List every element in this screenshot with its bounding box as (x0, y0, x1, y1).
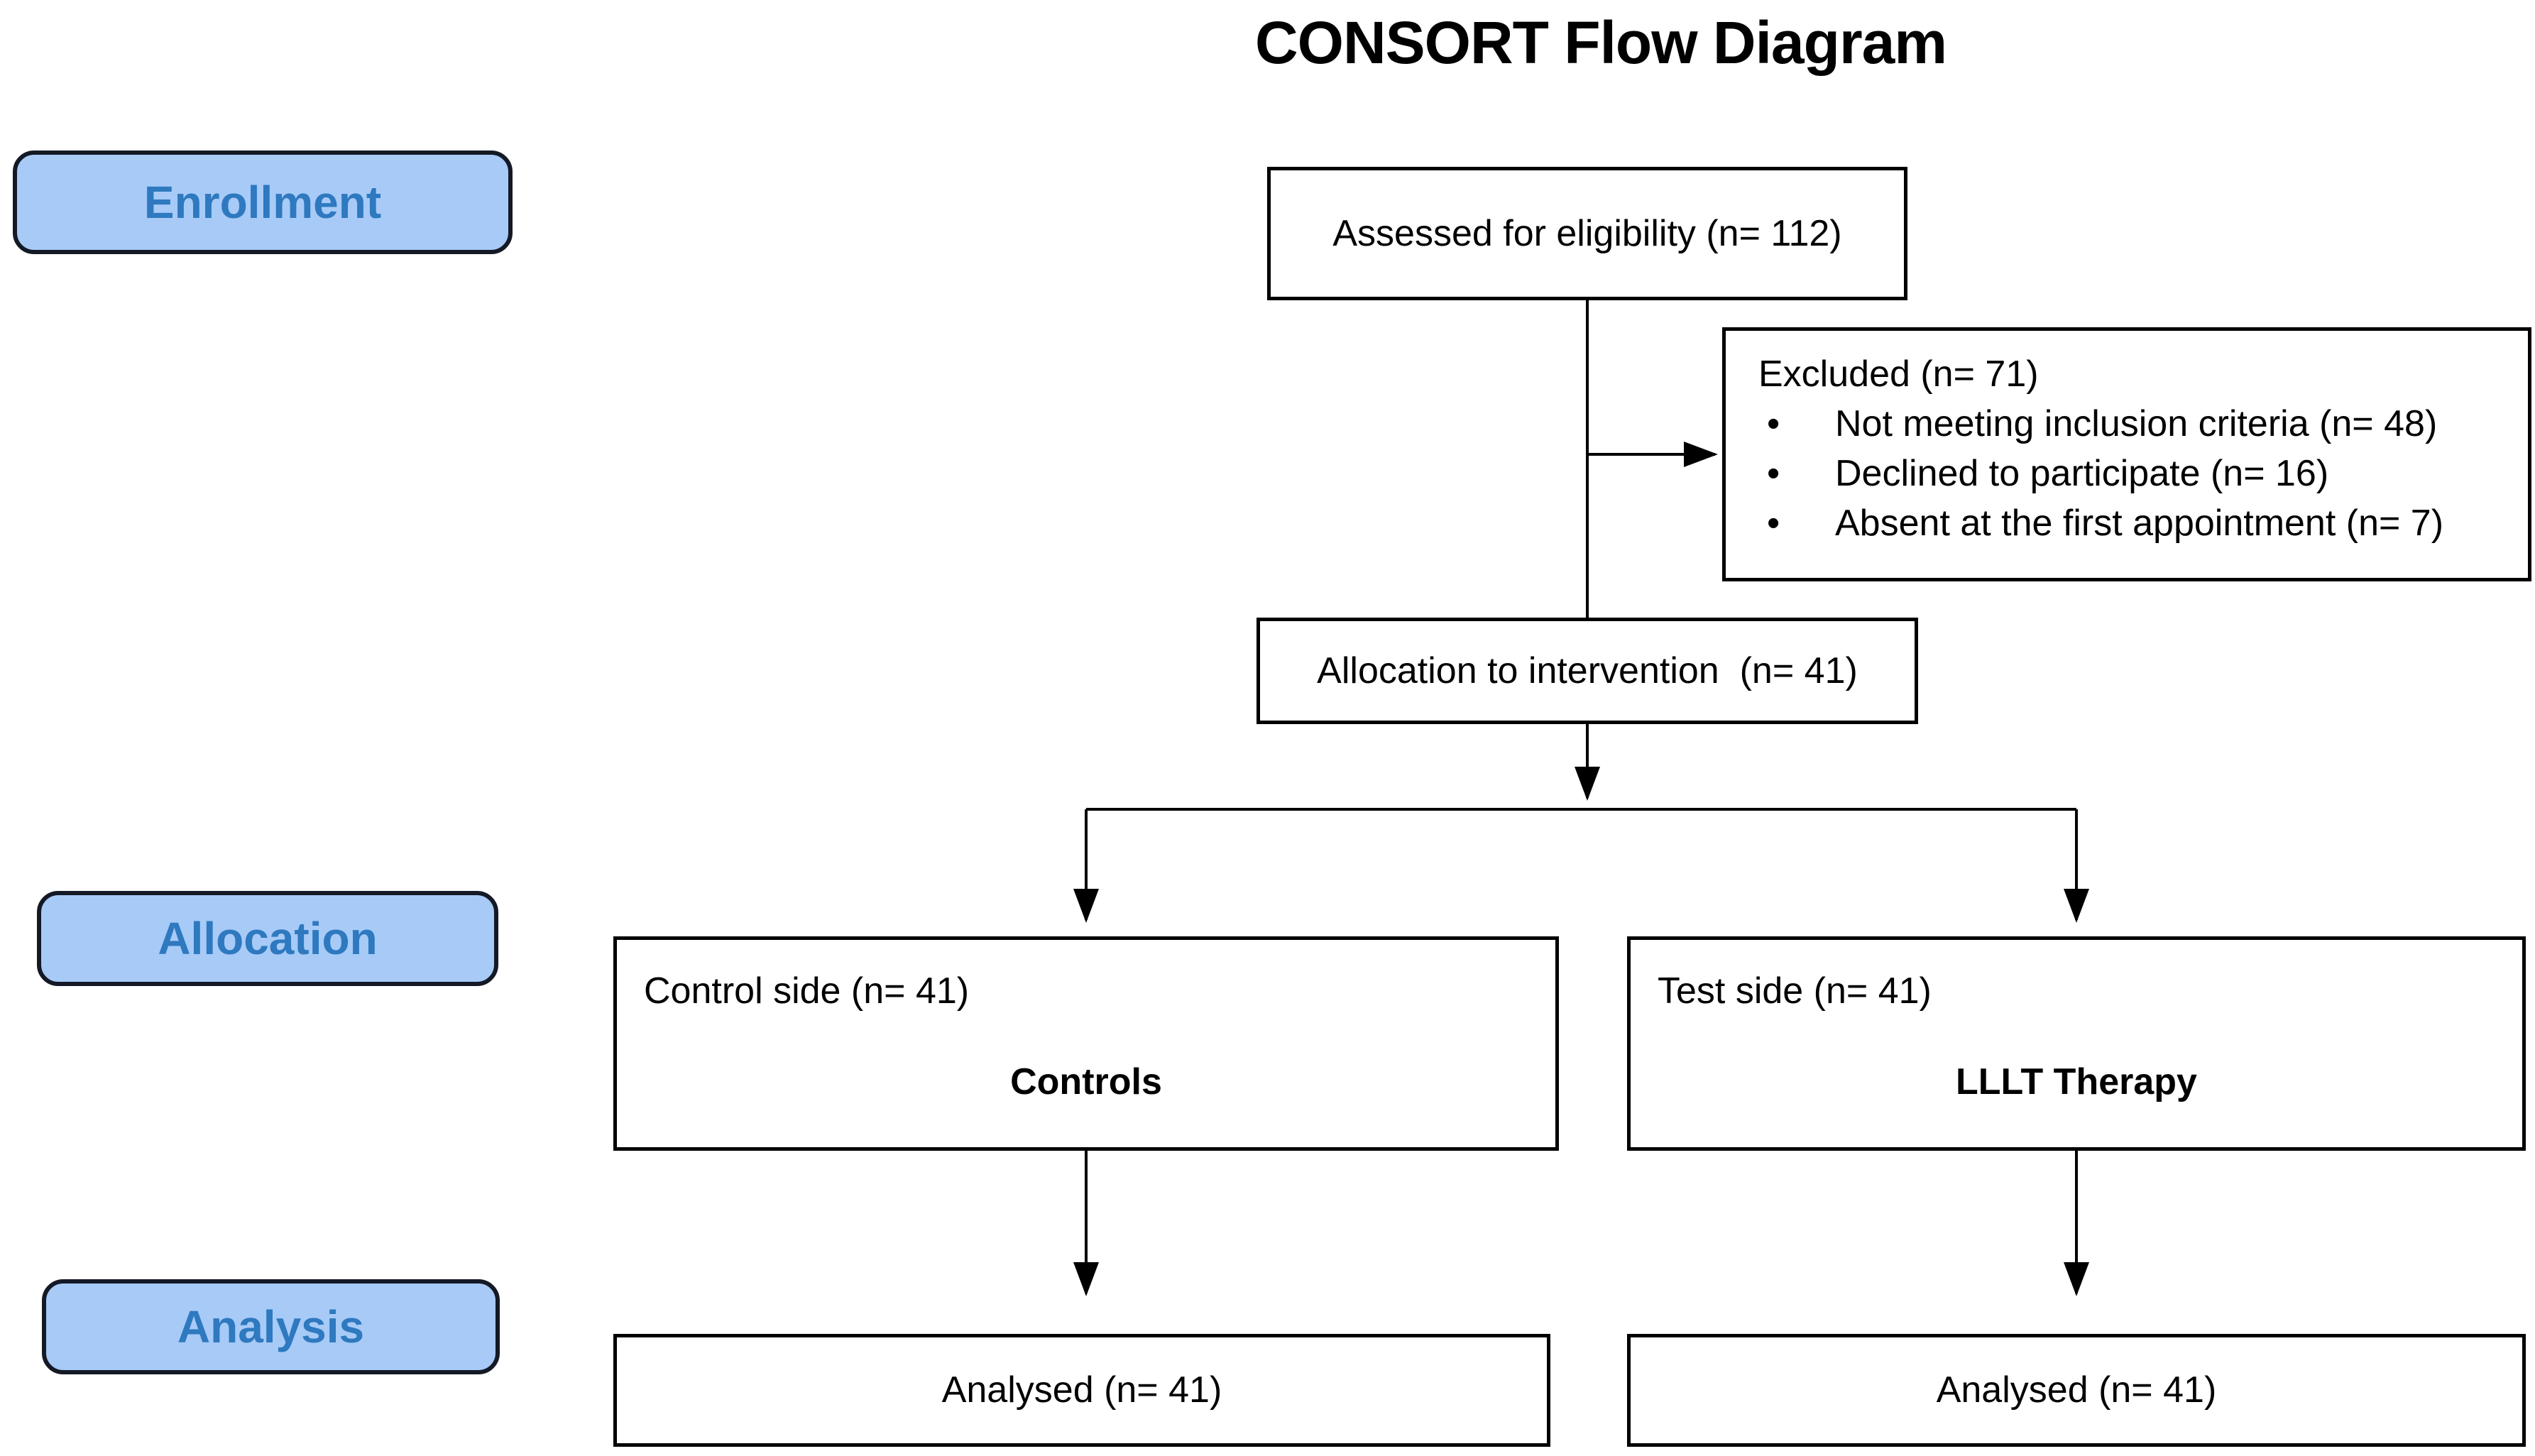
bullet-icon: • (1767, 403, 1780, 444)
stage-label-analysis: Analysis (177, 1301, 365, 1352)
test-group-name: LLLT Therapy (1956, 1061, 2197, 1102)
node-control-side: Control side (n= 41) Controls (613, 936, 1559, 1151)
excluded-item: • Not meeting inclusion criteria (n= 48) (1758, 399, 2515, 449)
excluded-item-text: Declined to participate (n= 16) (1835, 453, 2329, 494)
excluded-item: • Declined to participate (n= 16) (1758, 449, 2515, 498)
assessed-label: Assessed for eligibility (n= 112) (1332, 212, 1842, 254)
test-side-title: Test side (n= 41) (1658, 970, 1932, 1012)
analysed-control-label: Analysed (n= 41) (941, 1369, 1222, 1411)
node-analysed-control: Analysed (n= 41) (613, 1334, 1550, 1447)
bullet-icon: • (1767, 503, 1780, 544)
diagram-title: CONSORT Flow Diagram (1254, 9, 1947, 76)
node-analysed-test: Analysed (n= 41) (1627, 1334, 2526, 1447)
stage-pill-analysis: Analysis (42, 1279, 500, 1374)
excluded-item-text: Absent at the first appointment (n= 7) (1835, 503, 2444, 544)
stage-pill-enrollment: Enrollment (13, 150, 513, 254)
stage-label-enrollment: Enrollment (143, 177, 382, 228)
excluded-item: • Absent at the first appointment (n= 7) (1758, 498, 2515, 548)
node-allocation-to-intervention: Allocation to intervention (n= 41) (1256, 618, 1918, 724)
analysed-test-label: Analysed (n= 41) (1936, 1369, 2217, 1411)
bullet-icon: • (1767, 453, 1780, 494)
control-group-name: Controls (1010, 1061, 1162, 1102)
stage-pill-allocation: Allocation (37, 891, 498, 986)
excluded-title: Excluded (n= 71) (1758, 354, 2039, 395)
allocation-intervention-label: Allocation to intervention (n= 41) (1317, 650, 1858, 691)
excluded-item-text: Not meeting inclusion criteria (n= 48) (1835, 403, 2438, 444)
node-test-side: Test side (n= 41) LLLT Therapy (1627, 936, 2526, 1151)
stage-label-allocation: Allocation (158, 913, 378, 964)
control-side-title: Control side (n= 41) (644, 970, 970, 1012)
node-assessed-for-eligibility: Assessed for eligibility (n= 112) (1267, 167, 1907, 300)
node-excluded: Excluded (n= 71) • Not meeting inclusion… (1722, 327, 2531, 581)
